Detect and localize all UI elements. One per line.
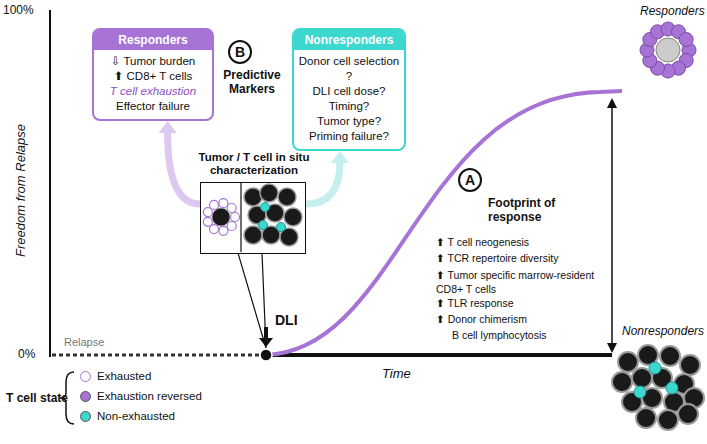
list-item: ⬆ TLR response <box>436 297 513 309</box>
tumor-cell <box>212 208 230 226</box>
callout-letter: A <box>460 170 480 190</box>
tumor-cell <box>244 188 262 206</box>
t-cell <box>210 225 219 234</box>
nonresponders-box: NonrespondersDonor cell selection ?DLI c… <box>292 28 406 151</box>
box-header: Responders <box>94 30 212 50</box>
box-item: ⇩ Tumor burden <box>94 54 212 69</box>
t-cell <box>666 382 678 394</box>
legend-text: Exhausted <box>97 370 151 382</box>
tumor-cell <box>278 188 296 206</box>
dli-dot <box>260 349 272 361</box>
arrowhead <box>607 343 617 353</box>
legend-swatch <box>80 391 91 402</box>
t-cell <box>210 200 219 209</box>
t-cell <box>227 204 236 213</box>
box-item: DLI cell dose? <box>294 84 404 99</box>
connector <box>306 151 349 204</box>
tumor-cell <box>678 404 698 424</box>
t-cell <box>649 362 661 374</box>
t-cell <box>227 221 236 230</box>
legend-text: Non-exhausted <box>97 410 175 422</box>
box-header: Nonresponders <box>294 30 404 50</box>
list-item: ⬆ T cell neogenesis <box>436 236 529 248</box>
event-label: DLI <box>275 312 298 328</box>
legend-swatch <box>80 411 91 422</box>
box-item: Effector failure <box>94 99 212 114</box>
callout-letter: B <box>230 42 250 62</box>
axis-tick: 0% <box>18 347 35 361</box>
connector-line <box>306 163 340 204</box>
t-cell <box>203 217 212 226</box>
list-item: ⬆ Donor chimerism <box>436 313 527 325</box>
tumor-cell <box>660 346 680 366</box>
tumor-cell <box>658 410 678 430</box>
t-cell <box>634 386 646 398</box>
axis-tick: 100% <box>3 3 34 17</box>
relapse-dashed-line <box>52 354 262 357</box>
footprint-double-arrow <box>611 106 613 345</box>
group-label: Responders <box>640 4 705 18</box>
tumor-cell <box>244 226 262 244</box>
responder-cluster <box>640 22 696 78</box>
panel-heading: Tumor / T cell in situ characterization <box>195 151 313 177</box>
nonresponder-line <box>266 353 612 357</box>
y-axis <box>49 10 51 357</box>
connector-line <box>168 133 200 204</box>
dli-arrowhead <box>259 338 273 347</box>
responder-curve <box>266 91 622 355</box>
panel-divider <box>240 183 241 252</box>
t-cell <box>203 208 212 217</box>
connector-arrowhead <box>159 121 177 133</box>
in-situ-illustration <box>201 183 304 252</box>
responders-box: Responders ⇩ Tumor burden⬆ CD8+ T cellsT … <box>92 28 214 121</box>
group-label: Nonresponders <box>622 324 704 338</box>
list-item: B cell lymphocytosis <box>452 329 547 341</box>
tumor-cell <box>636 408 656 428</box>
connector-arrowhead <box>331 151 349 163</box>
legend-swatch <box>80 371 91 382</box>
tumor-cell <box>612 372 632 392</box>
box-item: ⬆ CD8+ T cells <box>94 69 212 84</box>
curve-label: Relapse <box>64 336 104 348</box>
box-item: Priming failure? <box>294 129 404 144</box>
list-item: ⬆ Tumor specific marrow-resident CD8+ T … <box>436 268 604 296</box>
t-cell <box>277 223 286 232</box>
tumor-cell <box>284 208 302 226</box>
list-heading: Footprint of response <box>488 196 588 224</box>
callout-heading: Predictive Markers <box>216 68 288 96</box>
box-item: T cell exhaustion <box>94 84 212 99</box>
connector <box>159 121 200 204</box>
callout-circle: A <box>458 168 482 192</box>
tumor-cell <box>632 368 652 388</box>
t-cell <box>679 33 693 47</box>
legend-item: Non-exhausted <box>80 410 175 422</box>
tumor-cell <box>618 352 638 372</box>
callout-pointer <box>238 253 266 348</box>
legend-item: Exhaustion reversed <box>80 390 202 402</box>
list-item: ⬆ TCR repertoire diversity <box>436 252 558 264</box>
arrowhead <box>607 98 617 108</box>
t-cell <box>219 226 228 235</box>
t-cell <box>259 221 268 230</box>
box-item: Tumor type? <box>294 114 404 129</box>
axis-title: Freedom from Relapse <box>13 124 28 257</box>
box-item: Timing? <box>294 99 404 114</box>
tumor-cell <box>680 355 700 375</box>
t-cell <box>231 213 240 222</box>
t-cell <box>219 199 228 208</box>
legend-text: Exhaustion reversed <box>97 390 202 402</box>
legend-item: Exhausted <box>80 370 151 382</box>
axis-title: Time <box>382 366 411 381</box>
t-cell <box>261 203 270 212</box>
box-item: Donor cell selection ? <box>294 54 404 84</box>
tumor-cell <box>260 184 278 202</box>
callout-circle: BPredictive Markers <box>228 40 252 64</box>
nonresponder-cluster <box>612 345 704 430</box>
legend-title: T cell state <box>6 391 68 405</box>
in-situ-panel: Tumor / T cell in situ characterization <box>200 182 306 254</box>
